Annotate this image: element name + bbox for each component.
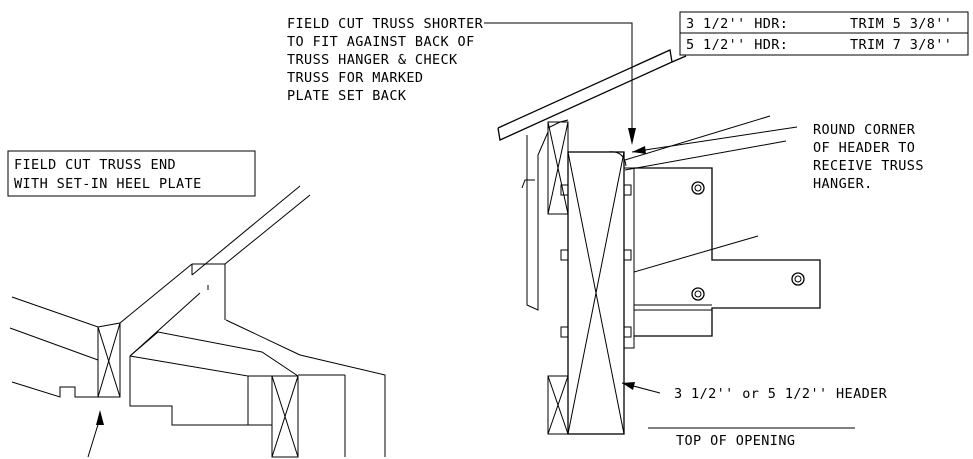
iso-mid-line-3 [224, 194, 311, 265]
right-truss-end [271, 376, 299, 458]
iso-beam-top [225, 319, 301, 356]
iso-top-line [191, 185, 301, 276]
truss-chord-line-b [624, 140, 787, 171]
bolt-right-1 [623, 184, 632, 196]
bracket-bolt-2 [691, 287, 705, 301]
arrowhead-shorter [628, 128, 636, 145]
hanger-strap-left [526, 131, 549, 311]
note-round-corner: ROUND CORNER OF HEADER TO RECEIVE TRUSS … [631, 122, 924, 192]
note-round-line-4: HANGER. [813, 176, 873, 192]
iso-beam-right [299, 354, 386, 457]
truss-top-chord-ext [671, 55, 687, 63]
note-round-line-1: ROUND CORNER [813, 122, 916, 138]
right-truss-x2 [271, 375, 299, 458]
note-field-cut-shorter: FIELD CUT TRUSS SHORTER TO FIT AGAINST B… [287, 16, 636, 145]
trim-table: 3 1/2'' HDR: TRIM 5 3/8'' 5 1/2'' HDR: T… [679, 11, 969, 56]
note-round-line-3: RECEIVE TRUSS [813, 158, 924, 174]
trim-row-2-size: 5 1/2'' HDR: [686, 37, 788, 53]
bolt-left-1 [560, 184, 569, 196]
header-x2 [567, 151, 625, 435]
bolt-left-3 [560, 326, 569, 338]
note-shorter-line-5: PLATE SET BACK [287, 88, 407, 104]
bolt-right-2 [623, 249, 632, 261]
hanger-hook [521, 179, 535, 189]
right-truss-top [129, 331, 299, 377]
iso-arrowhead [96, 410, 104, 425]
section-view [497, 49, 821, 435]
top-block-x2 [547, 121, 569, 215]
top-of-opening-label: TOP OF OPENING [676, 433, 795, 449]
bracket-bolt-3 [791, 272, 805, 286]
note-end-line-1: FIELD CUT TRUSS END [14, 157, 176, 173]
trim-row-1-size: 3 1/2'' HDR: [686, 16, 788, 32]
note-shorter-line-3: TRUSS HANGER & CHECK [287, 52, 458, 68]
note-end-line-2: WITH SET-IN HEEL PLATE [14, 176, 202, 192]
lower-block [547, 375, 569, 435]
bolt-left-2 [560, 249, 569, 261]
side-plate [623, 167, 635, 349]
left-truss-notch [11, 381, 98, 398]
note-shorter-line-1: FIELD CUT TRUSS SHORTER [287, 16, 484, 32]
note-field-cut-end: FIELD CUT TRUSS END WITH SET-IN HEEL PLA… [7, 150, 256, 197]
trim-row-2-trim: TRIM 7 3/8'' [850, 37, 952, 53]
arrowhead-round-corner [632, 146, 646, 154]
bracket-bolt-1 [691, 181, 705, 195]
note-shorter-line-2: TO FIT AGAINST BACK OF [287, 34, 475, 50]
header-label: 3 1/2'' or 5 1/2'' HEADER [674, 386, 888, 402]
arrowhead-header [622, 382, 635, 390]
lower-block-x2 [547, 375, 569, 435]
bolt-right-3 [623, 326, 632, 338]
header-rounded-corner [607, 151, 627, 167]
header-callout: 3 1/2'' or 5 1/2'' HEADER [621, 382, 888, 402]
iso-mid-line-1 [119, 263, 193, 324]
left-truss-line [9, 327, 99, 361]
leader-round-corner [631, 126, 798, 153]
hanger-top [547, 119, 569, 129]
left-truss-body [11, 296, 121, 398]
steel-bracket [634, 167, 821, 337]
top-of-opening: TOP OF OPENING [648, 427, 855, 449]
trim-row-1-trim: TRIM 5 3/8'' [850, 16, 952, 32]
note-round-line-2: OF HEADER TO [813, 140, 915, 156]
right-truss-face [129, 355, 249, 426]
truss-top-chord [497, 49, 673, 141]
isometric-view [9, 185, 386, 458]
bracket-diagonal [633, 235, 759, 273]
leader-shorter [484, 22, 633, 140]
truss-chord-line-a [624, 115, 771, 161]
note-shorter-line-4: TRUSS FOR MARKED [287, 70, 423, 86]
note-end-box [7, 150, 256, 197]
left-truss-x1 [97, 326, 121, 398]
left-truss-x2 [97, 322, 121, 398]
